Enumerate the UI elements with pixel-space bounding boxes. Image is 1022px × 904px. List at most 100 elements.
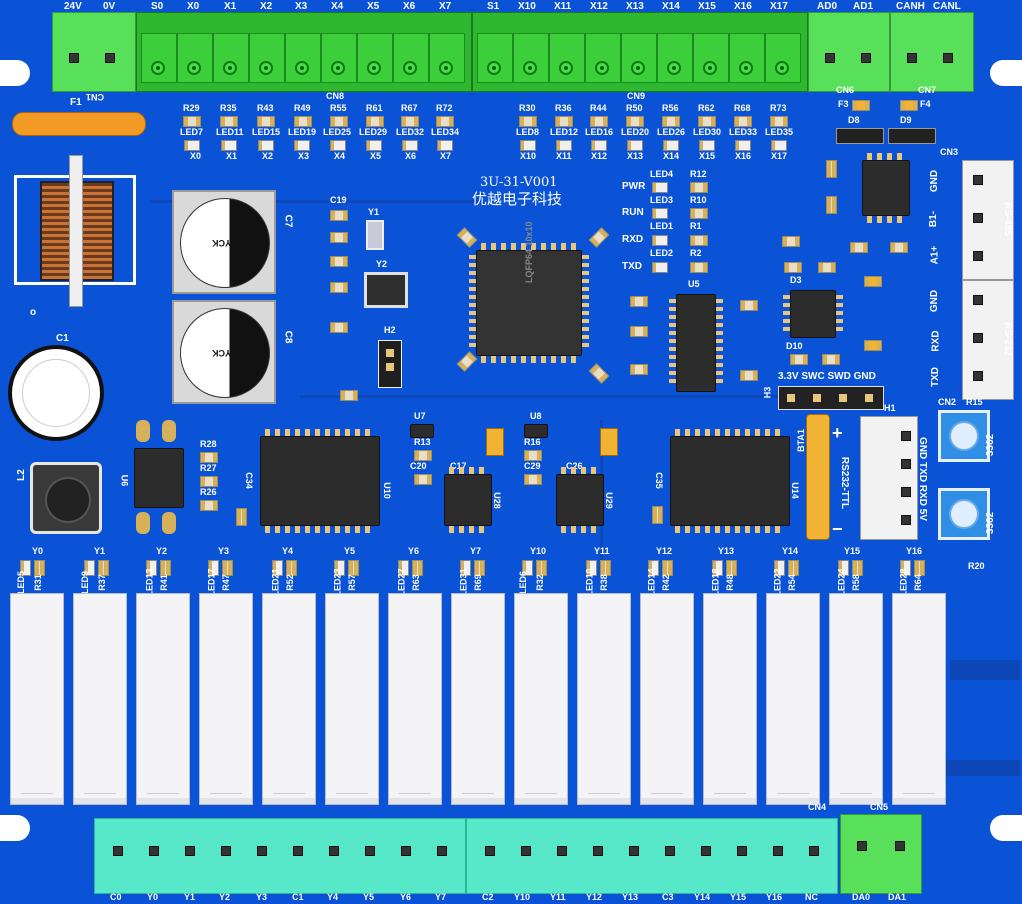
status-led-name: RUN <box>622 207 644 218</box>
ic-label: U10 <box>381 482 392 499</box>
resistor-label: R12 <box>690 169 707 179</box>
terminal-label: Y12 <box>586 892 603 902</box>
input-label: X1 <box>226 151 238 161</box>
terminal-pin <box>257 846 267 856</box>
pot-knob-icon[interactable] <box>949 421 979 451</box>
pot-knob-icon[interactable] <box>949 499 979 529</box>
capacitor <box>330 282 348 293</box>
resistor-label: R1 <box>690 221 702 231</box>
uart-connector <box>860 416 918 540</box>
connector-pin <box>973 333 983 343</box>
resistor-label: R36 <box>555 103 572 113</box>
capacitor <box>330 210 348 221</box>
terminal-cell <box>549 33 585 83</box>
terminal-pin <box>521 846 531 856</box>
output-label: Y13 <box>718 546 735 556</box>
screw-icon[interactable] <box>439 61 453 75</box>
terminal-label: X2 <box>260 1 273 12</box>
terminal-label: X4 <box>331 1 344 12</box>
resistor <box>414 450 432 461</box>
connector-ref: CN9 <box>627 91 646 101</box>
resistor-label: R43 <box>257 103 274 113</box>
indicator-led <box>208 560 219 576</box>
trim-potentiometer[interactable] <box>938 488 990 540</box>
terminal-label: DA1 <box>888 892 907 902</box>
relay <box>703 593 757 805</box>
connector-pin <box>973 213 983 223</box>
resistor <box>474 560 485 576</box>
screw-icon[interactable] <box>259 61 273 75</box>
screw-icon[interactable] <box>367 61 381 75</box>
crystal-label: Y1 <box>368 207 380 217</box>
terminal-cell <box>657 33 693 83</box>
fuse-smd <box>852 100 870 111</box>
resistor <box>200 500 218 511</box>
resistor <box>734 116 752 127</box>
output-label: Y14 <box>782 546 799 556</box>
screw-icon[interactable] <box>223 61 237 75</box>
rs232-pin-label: GND <box>929 289 941 313</box>
indicator-led <box>184 140 200 151</box>
screw-icon[interactable] <box>775 61 789 75</box>
terminal-cell <box>357 33 393 83</box>
resistor <box>183 116 201 127</box>
screw-icon[interactable] <box>559 61 573 75</box>
status-led-txd <box>652 262 668 273</box>
crystal-label: Y2 <box>376 259 388 269</box>
swd-header[interactable] <box>778 386 884 410</box>
ic-label: U7 <box>414 411 426 421</box>
relay <box>262 593 316 805</box>
resistor <box>850 242 868 253</box>
terminal-cell <box>693 33 729 83</box>
screw-icon[interactable] <box>187 61 201 75</box>
terminal-cell <box>513 33 549 83</box>
diode-label: D8 <box>848 115 860 125</box>
screw-icon[interactable] <box>595 61 609 75</box>
mounting-hole <box>0 815 30 841</box>
screw-icon[interactable] <box>523 61 537 75</box>
terminal-cell <box>249 33 285 83</box>
battery-label: BTA1 <box>795 429 806 452</box>
terminal-label: X12 <box>590 1 608 12</box>
input-label: X11 <box>556 151 572 161</box>
terminal-label: AD1 <box>853 1 874 12</box>
terminal-label: X15 <box>698 1 716 12</box>
screw-icon[interactable] <box>403 61 417 75</box>
connector-ref: CN8 <box>326 91 345 101</box>
terminal-label: X17 <box>770 1 788 12</box>
screw-icon[interactable] <box>631 61 645 75</box>
trim-potentiometer[interactable] <box>938 410 990 462</box>
led-label: LED32 <box>396 127 425 137</box>
output-label: Y6 <box>408 546 420 556</box>
connector-pin <box>973 251 983 261</box>
indicator-led <box>774 560 785 576</box>
terminal-label: X14 <box>662 1 680 12</box>
output-terminal-right <box>466 818 838 894</box>
screw-icon[interactable] <box>151 61 165 75</box>
screw-icon[interactable] <box>331 61 345 75</box>
output-label: Y3 <box>218 546 230 556</box>
resistor <box>852 560 863 576</box>
screw-icon[interactable] <box>739 61 753 75</box>
terminal-pin <box>861 53 871 63</box>
relay <box>451 593 505 805</box>
input-label: X2 <box>262 151 274 161</box>
indicator-led <box>334 560 345 576</box>
tvs-diode <box>836 128 884 144</box>
tantalum-capacitor <box>486 428 504 456</box>
indicator-led <box>330 140 346 151</box>
header-label: H3 <box>762 386 773 399</box>
indicator-led <box>402 140 418 151</box>
screw-icon[interactable] <box>295 61 309 75</box>
led-label: LED8 <box>516 127 540 137</box>
connector-pin <box>973 371 983 381</box>
jumper-header-h2[interactable] <box>378 340 402 388</box>
screw-icon[interactable] <box>667 61 681 75</box>
terminal-label: X5 <box>367 1 380 12</box>
screw-icon[interactable] <box>487 61 501 75</box>
output-label: Y12 <box>656 546 673 556</box>
output-label: Y16 <box>906 546 923 556</box>
led-label: LED3 <box>650 195 674 205</box>
screw-icon[interactable] <box>703 61 717 75</box>
terminal-pin <box>809 846 819 856</box>
